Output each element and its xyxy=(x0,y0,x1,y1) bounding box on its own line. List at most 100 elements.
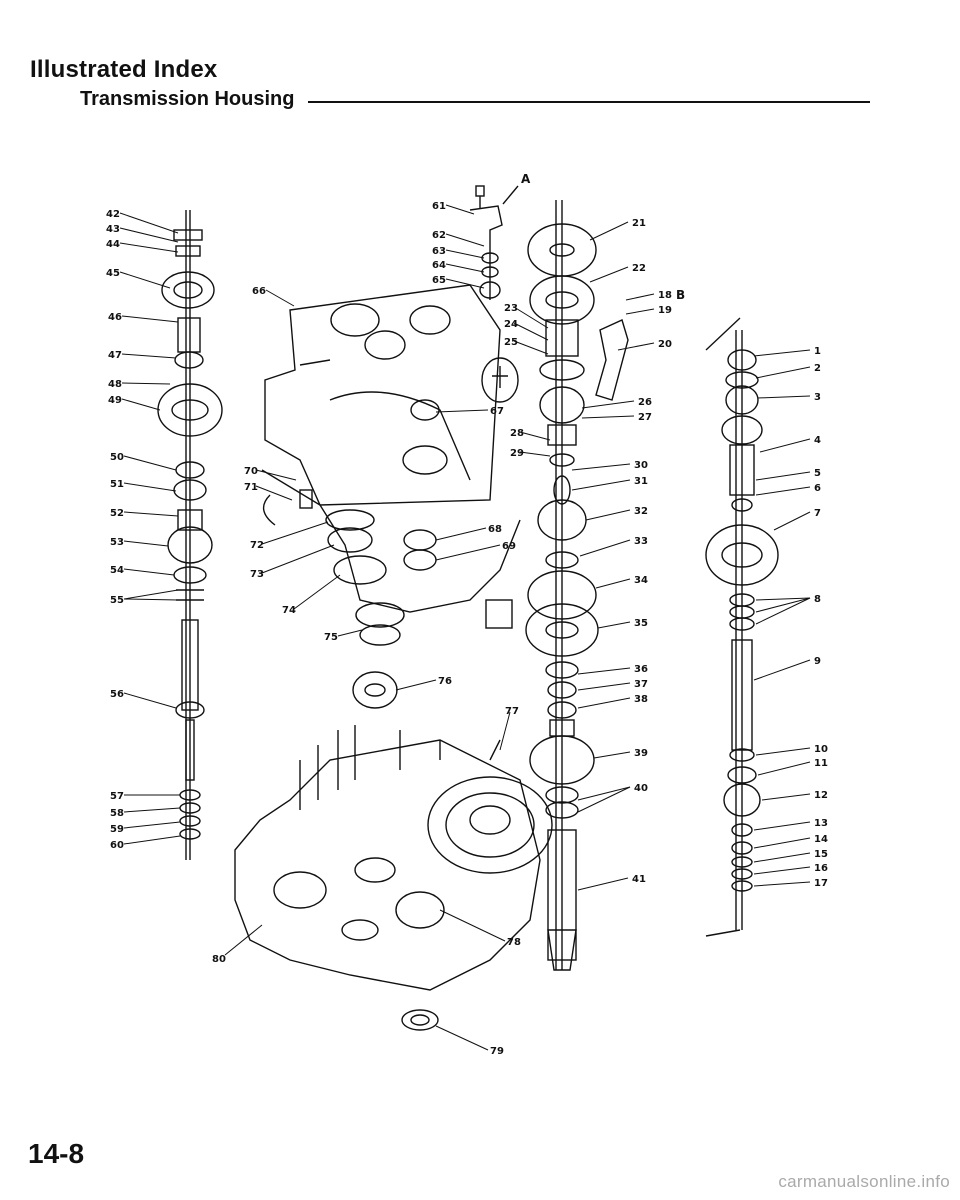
callout-78: 78 xyxy=(507,937,521,948)
callout-69: 69 xyxy=(502,541,516,552)
oil-seal xyxy=(401,1009,439,1031)
callout-67: 67 xyxy=(490,406,504,417)
page-title: Illustrated Index xyxy=(30,56,218,83)
callout-52: 52 xyxy=(110,508,124,519)
callout-77: 77 xyxy=(505,706,519,717)
callout-6: 6 xyxy=(814,483,821,494)
callout-72: 72 xyxy=(250,540,264,551)
callout-48: 48 xyxy=(108,379,122,390)
callout-11: 11 xyxy=(814,758,828,769)
center-components xyxy=(325,357,519,709)
callout-36: 36 xyxy=(634,664,648,675)
callout-7: 7 xyxy=(814,508,821,519)
callout-61: 61 xyxy=(432,201,446,212)
callout-17: 17 xyxy=(814,878,828,889)
callout-43: 43 xyxy=(106,224,120,235)
callout-35: 35 xyxy=(634,618,648,629)
left-shaft-assembly xyxy=(157,210,223,860)
callout-62: 62 xyxy=(432,230,446,241)
callout-labels: 1 2 3 4 5 6 7 8 9 10 11 12 13 14 15 16 1… xyxy=(106,172,828,1057)
callout-53: 53 xyxy=(110,537,124,548)
callout-60: 60 xyxy=(110,840,124,851)
callout-1: 1 xyxy=(814,346,821,357)
callout-57: 57 xyxy=(110,791,124,802)
callout-79: 79 xyxy=(490,1046,504,1057)
callout-23: 23 xyxy=(504,303,518,314)
callout-28: 28 xyxy=(510,428,524,439)
callout-59: 59 xyxy=(110,824,124,835)
callout-13: 13 xyxy=(814,818,828,829)
callout-71: 71 xyxy=(244,482,258,493)
callout-41: 41 xyxy=(632,874,646,885)
callout-33: 33 xyxy=(634,536,648,547)
callout-40: 40 xyxy=(634,783,648,794)
callout-34: 34 xyxy=(634,575,648,586)
callout-44: 44 xyxy=(106,239,120,250)
callout-12: 12 xyxy=(814,790,828,801)
callout-8: 8 xyxy=(814,594,821,605)
callout-21: 21 xyxy=(632,218,646,229)
callout-25: 25 xyxy=(504,337,518,348)
callout-20: 20 xyxy=(658,339,672,350)
callout-5: 5 xyxy=(814,468,821,479)
callout-68: 68 xyxy=(488,524,502,535)
callout-76: 76 xyxy=(438,676,452,687)
shift-fork xyxy=(595,319,629,401)
callout-37: 37 xyxy=(634,679,648,690)
callout-73: 73 xyxy=(250,569,264,580)
callout-42: 42 xyxy=(106,209,120,220)
callout-19: 19 xyxy=(658,305,672,316)
watermark: carmanualsonline.info xyxy=(778,1172,950,1191)
view-letter-b: B xyxy=(676,288,685,302)
callout-54: 54 xyxy=(110,565,124,576)
callout-64: 64 xyxy=(432,260,446,271)
callout-14: 14 xyxy=(814,834,828,845)
differential-assembly xyxy=(427,739,553,874)
callout-10: 10 xyxy=(814,744,828,755)
callout-24: 24 xyxy=(504,319,518,330)
callout-31: 31 xyxy=(634,476,648,487)
callout-56: 56 xyxy=(110,689,124,700)
section-header: Transmission Housing xyxy=(80,88,870,111)
callout-66: 66 xyxy=(252,286,266,297)
upper-housing xyxy=(261,284,521,613)
callout-75: 75 xyxy=(324,632,338,643)
callout-29: 29 xyxy=(510,448,524,459)
section-rule xyxy=(308,100,870,103)
callout-3: 3 xyxy=(814,392,821,403)
section-title: Transmission Housing xyxy=(80,88,295,110)
callout-47: 47 xyxy=(108,350,122,361)
callout-55: 55 xyxy=(110,595,124,606)
callout-30: 30 xyxy=(634,460,648,471)
callout-32: 32 xyxy=(634,506,648,517)
view-letter-a: A xyxy=(521,172,531,186)
callout-39: 39 xyxy=(634,748,648,759)
callout-15: 15 xyxy=(814,849,828,860)
callout-2: 2 xyxy=(814,363,821,374)
callout-70: 70 xyxy=(244,466,258,477)
leader-lines xyxy=(119,204,811,1051)
callout-51: 51 xyxy=(110,479,124,490)
callout-46: 46 xyxy=(108,312,122,323)
callout-38: 38 xyxy=(634,694,648,705)
callout-49: 49 xyxy=(108,395,122,406)
callout-22: 22 xyxy=(632,263,646,274)
callout-80: 80 xyxy=(212,954,226,965)
callout-18: 18 xyxy=(658,290,672,301)
callout-16: 16 xyxy=(814,863,828,874)
callout-74: 74 xyxy=(282,605,296,616)
middle-shaft-assembly xyxy=(525,200,599,971)
callout-63: 63 xyxy=(432,246,446,257)
right-shaft-assembly xyxy=(705,317,779,937)
callout-50: 50 xyxy=(110,452,124,463)
callout-26: 26 xyxy=(638,397,652,408)
callout-58: 58 xyxy=(110,808,124,819)
callout-27: 27 xyxy=(638,412,652,423)
callout-65: 65 xyxy=(432,275,446,286)
callout-4: 4 xyxy=(814,435,821,446)
callout-9: 9 xyxy=(814,656,821,667)
shift-linkage xyxy=(469,185,519,300)
page-number: 14-8 xyxy=(28,1138,85,1169)
callout-45: 45 xyxy=(106,268,120,279)
